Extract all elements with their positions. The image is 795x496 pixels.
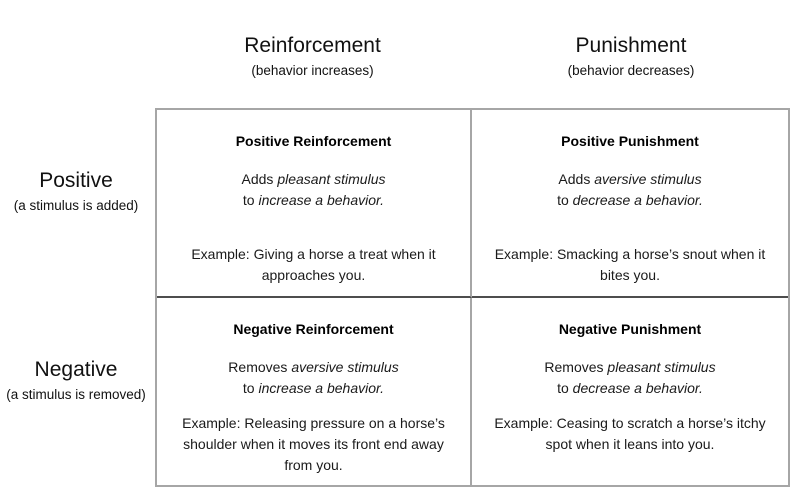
- row-header-negative: Negative (a stimulus is removed): [0, 357, 152, 403]
- cell-example: Example: Releasing pressure on a horse’s…: [182, 415, 445, 473]
- row-subtitle: (a stimulus is added): [13, 198, 139, 213]
- cell-example: Example: Smacking a horse’s snout when i…: [494, 246, 766, 283]
- column-title: Reinforcement: [244, 34, 381, 57]
- row-title: Positive: [39, 169, 113, 192]
- cell-positive-reinforcement: Positive Reinforcement Adds pleasant sti…: [157, 110, 472, 298]
- cell-negative-reinforcement: Negative Reinforcement Removes aversive …: [157, 298, 472, 485]
- cell-example: Example: Ceasing to scratch a horse’s it…: [494, 415, 766, 452]
- cell-title: Negative Reinforcement: [233, 321, 394, 337]
- matrix-table: Positive Reinforcement Adds pleasant sti…: [155, 108, 790, 487]
- row-subtitle: (a stimulus is removed): [6, 387, 146, 402]
- column-header-punishment: Punishment (behavior decreases): [472, 33, 790, 79]
- cell-title: Negative Punishment: [558, 321, 702, 337]
- cell-negative-punishment: Negative Punishment Removes pleasant sti…: [472, 298, 788, 485]
- row-title: Negative: [34, 358, 118, 381]
- cell-positive-punishment: Positive Punishment Adds aversive stimul…: [472, 110, 788, 298]
- column-subtitle: (behavior decreases): [567, 63, 695, 78]
- column-header-reinforcement: Reinforcement (behavior increases): [155, 33, 470, 79]
- cell-title: Positive Reinforcement: [235, 133, 392, 149]
- row-header-positive: Positive (a stimulus is added): [0, 168, 152, 214]
- column-title: Punishment: [575, 34, 687, 57]
- cell-title: Positive Punishment: [561, 133, 699, 149]
- column-subtitle: (behavior increases): [251, 63, 374, 78]
